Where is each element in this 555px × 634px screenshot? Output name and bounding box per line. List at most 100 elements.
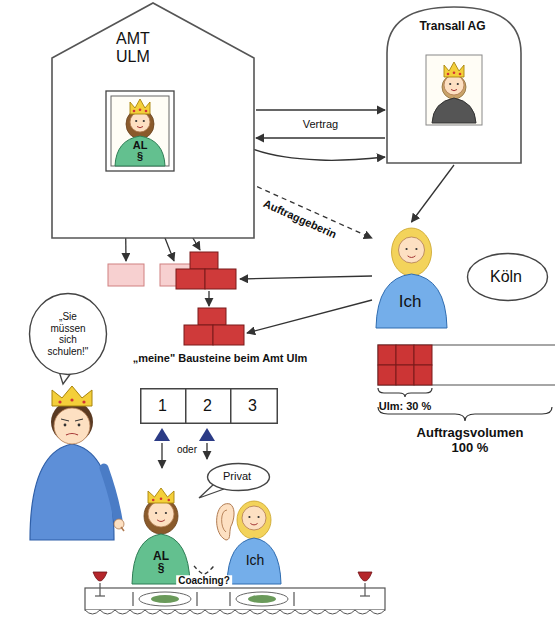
face: [242, 506, 266, 530]
connector: [412, 165, 455, 222]
edge-label: Coaching?: [176, 575, 232, 587]
king-figure: [64, 424, 67, 427]
speech-bubble: Privat: [206, 462, 271, 492]
red-block: [205, 269, 236, 289]
king-figure: [52, 386, 92, 406]
speech-bubble: „Sie müssen sich schulen!": [28, 292, 108, 376]
dinner-table: [151, 595, 179, 603]
manager-portrait: AL §: [105, 90, 175, 172]
option-box: 1: [140, 388, 188, 424]
option-marker: [154, 428, 170, 441]
node-text: „Sie müssen sich schulen!": [45, 311, 91, 357]
node-text: Köln: [466, 267, 546, 286]
mouth: [408, 256, 416, 258]
eye: [449, 83, 451, 85]
dinner-table: [132, 592, 133, 606]
mouth: [250, 523, 257, 525]
eye: [135, 120, 137, 122]
king-figure: [30, 444, 114, 540]
label-text: oder: [172, 444, 202, 456]
person-figure-shape: [372, 222, 451, 330]
ellipse-outline: [30, 294, 107, 375]
hair: [392, 228, 432, 276]
text-area: „Sie müssen sich schulen!": [45, 311, 91, 357]
crown: [444, 62, 464, 77]
text-area: Köln: [466, 267, 546, 286]
dinner-table: [99, 583, 100, 596]
crown-jewel: [152, 499, 155, 502]
king-figure: [61, 419, 83, 421]
volume-bar: [396, 345, 414, 365]
connector: [194, 566, 214, 574]
node-text: Transall AG: [385, 19, 520, 33]
dinner-table: [229, 592, 230, 606]
option-marker: [161, 443, 162, 468]
crown-jewel: [453, 72, 456, 75]
text-area: Ich: [226, 552, 284, 569]
dinner-table: [85, 588, 385, 610]
eye: [257, 516, 259, 518]
mouth: [157, 520, 165, 522]
dinner-table: [364, 583, 365, 596]
volume-bar: [378, 365, 396, 385]
eye: [405, 248, 407, 250]
picture-frame: [111, 96, 169, 166]
text-area: AL §: [105, 140, 175, 162]
assignment-arrow: [208, 291, 209, 306]
red-block: [190, 252, 218, 269]
king-figure: [54, 408, 90, 444]
king-figure: [51, 401, 93, 443]
box-outline: [231, 389, 278, 424]
dinner-table: [360, 595, 370, 596]
crown-jewel: [139, 109, 142, 112]
shirt: [115, 136, 165, 166]
edge-label: Auftraggeberin: [260, 196, 341, 241]
face: [148, 501, 174, 527]
crown: [130, 99, 150, 114]
eye: [457, 83, 459, 85]
red-block: [176, 269, 205, 289]
person-figure: Ich: [214, 494, 287, 586]
hair: [237, 501, 271, 539]
bracket: [378, 388, 432, 397]
text-area: AMT ULM: [116, 30, 176, 67]
crown: [148, 488, 174, 503]
text-area: Privat: [206, 470, 268, 483]
node-text: 3: [230, 396, 275, 415]
text-area: 2: [185, 396, 230, 415]
crown-jewel: [133, 110, 136, 113]
node-text: 1: [140, 396, 185, 415]
crown-jewel: [160, 498, 163, 501]
node-text: Privat: [206, 470, 268, 483]
ear: [217, 504, 234, 540]
assignment-arrow: [240, 276, 372, 279]
dinner-table: [248, 595, 276, 603]
red-block: [213, 325, 244, 345]
volume-bar: [396, 365, 414, 385]
option-marker: [199, 428, 215, 441]
company-building: Transall AG: [385, 5, 523, 165]
ear: [222, 510, 227, 532]
king-figure: [70, 398, 73, 401]
node-text: Ich: [372, 292, 448, 312]
crown-jewel: [459, 73, 462, 76]
mouth: [451, 90, 457, 91]
connector: [256, 109, 385, 110]
dinner-table: [293, 592, 294, 606]
volume-bar: [378, 345, 555, 385]
red-block: [184, 325, 213, 345]
option-marker: [206, 443, 207, 459]
option-box: 3: [230, 388, 278, 424]
dinner-table: [85, 610, 385, 614]
volume-bar: [414, 365, 432, 385]
king-figure: [66, 434, 78, 436]
node-text: AMT ULM: [116, 30, 150, 67]
eye: [165, 512, 167, 514]
volume-bar: [378, 345, 396, 365]
building-outline: [52, 3, 254, 238]
face: [399, 237, 425, 263]
dinner-table: [95, 595, 105, 596]
king-figure: [58, 400, 61, 403]
face: [130, 112, 150, 132]
volume-bar: [414, 345, 432, 365]
